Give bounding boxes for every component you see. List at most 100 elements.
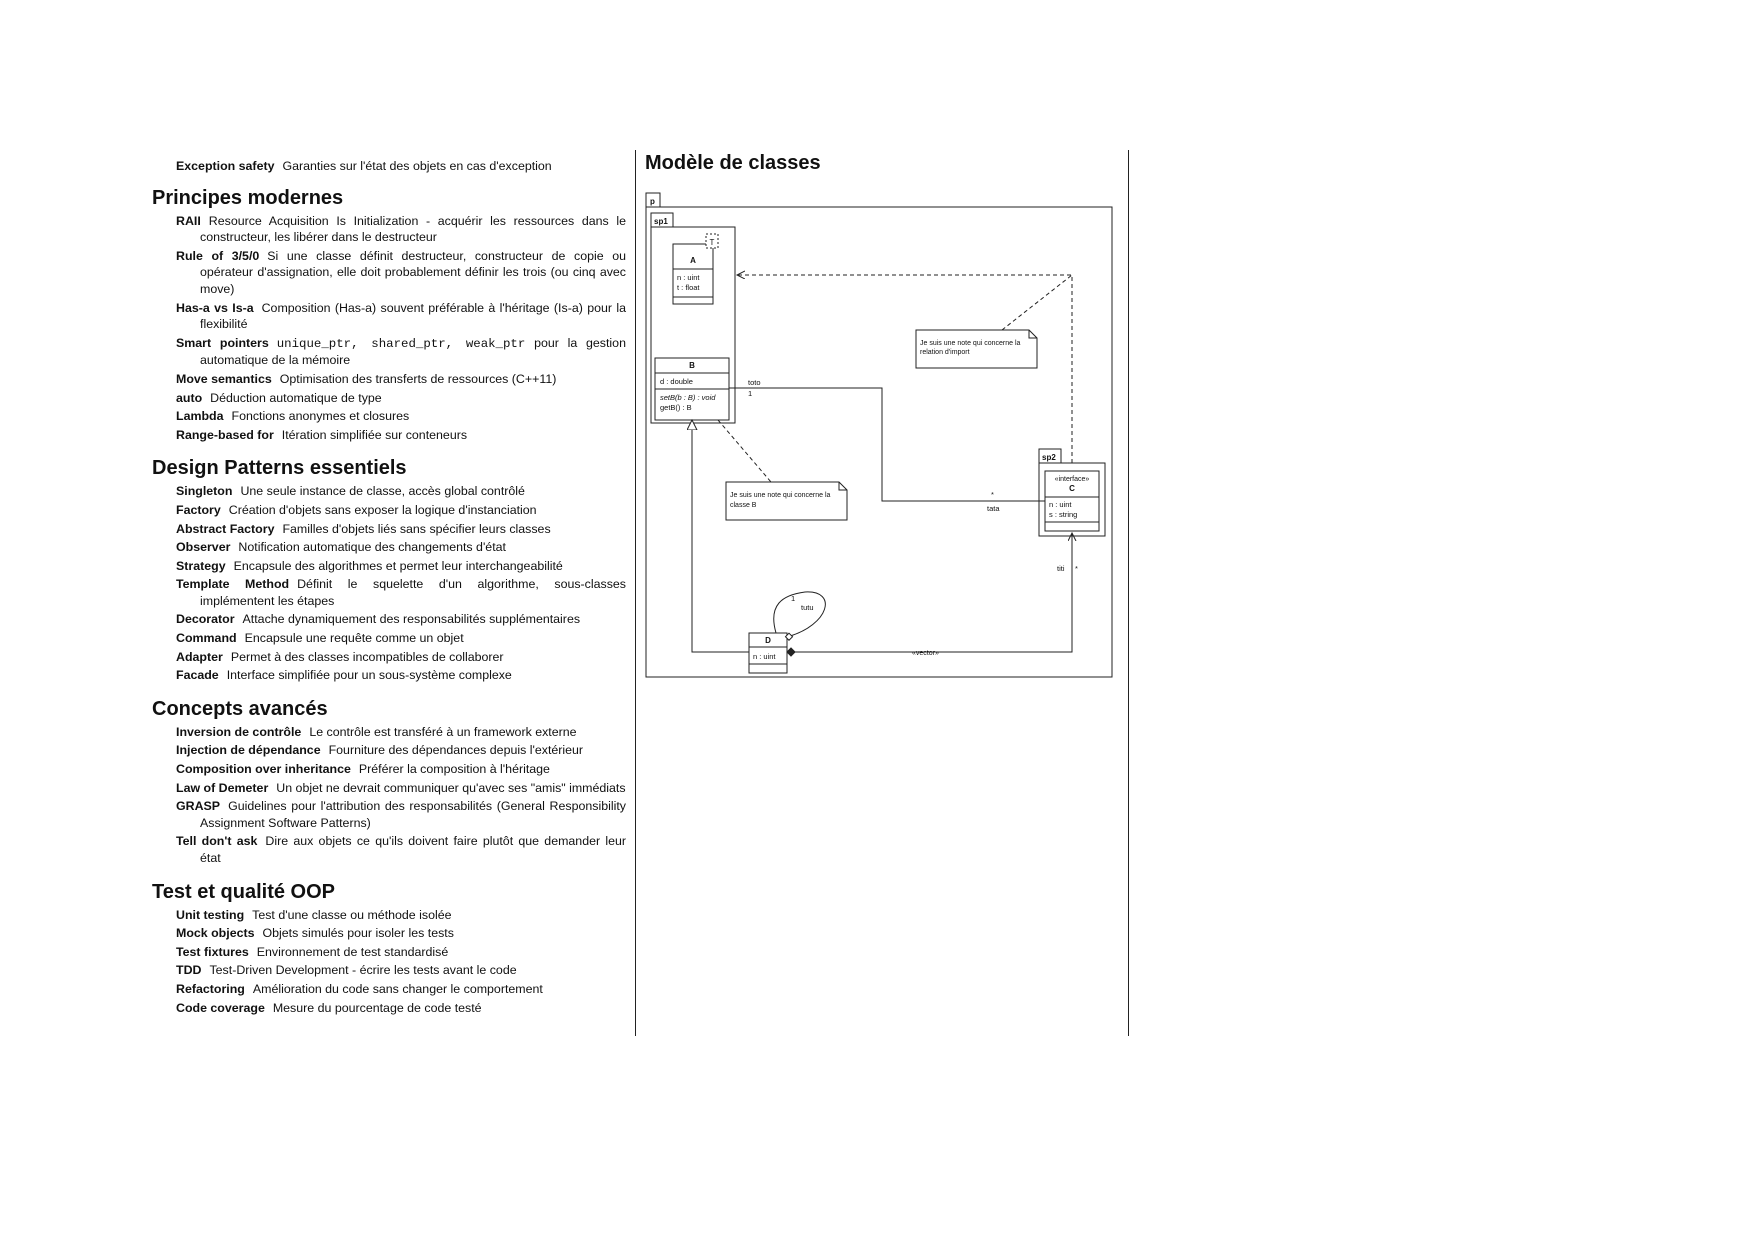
entry-desc: Une seule instance de classe, accès glob… [240, 484, 525, 499]
entry-term: TDD [176, 963, 202, 978]
column-divider-left [635, 150, 636, 1036]
class-d: D n : uint [748, 632, 788, 674]
entry-term: Inversion de contrôle [176, 724, 302, 739]
note-import-text: relation d'import [920, 349, 970, 356]
entry-desc: Dire aux objets ce qu'ils doivent faire … [200, 834, 627, 865]
glossary-entry: Composition over inheritance Préférer la … [154, 761, 626, 778]
class-b-op: setB(b : B) : void [660, 393, 716, 402]
entry-desc: Fonctions anonymes et closures [231, 409, 410, 424]
section-title: Design Patterns essentiels [152, 457, 407, 480]
entry-desc: Fourniture des dépendances depuis l'exté… [328, 743, 584, 758]
entry-term: Lambda [176, 409, 224, 424]
note-import-text: Je suis une note qui concerne la [920, 340, 1021, 347]
entry-term: Injection de dépendance [176, 743, 321, 758]
import-dependency [737, 275, 1073, 463]
class-b-name: B [689, 361, 695, 370]
entry-term: Mock objects [176, 926, 255, 941]
entry-term: Adapter [176, 649, 223, 664]
class-c-attr: n : uint [1049, 500, 1072, 509]
entry-term: Abstract Factory [176, 521, 275, 536]
note-b-text: Je suis une note qui concerne la [730, 492, 831, 499]
class-b-op: getB() : B [660, 403, 692, 412]
generalization-d-b [692, 420, 749, 653]
package-sp1-label: sp1 [654, 217, 668, 226]
entry-desc: Si une classe définit destructeur, const… [200, 248, 626, 296]
entry-desc: Le contrôle est transféré à un framework… [309, 724, 577, 739]
class-c-stereotype: «interface» [1055, 476, 1090, 483]
package-p-label: p [650, 197, 655, 206]
note-b-anchor [717, 419, 772, 483]
class-c: «interface» C n : uint s : string [1044, 470, 1100, 532]
entry-term: Tell don't ask [176, 834, 258, 849]
section-entries: Inversion de contrôle Le contrôle est tra… [152, 724, 626, 867]
entry-term: Refactoring [176, 981, 245, 996]
entry-term: Law of Demeter [176, 780, 269, 795]
entry-desc: Attache dynamiquement des responsabilité… [242, 612, 581, 627]
class-c-attr: s : string [1049, 510, 1077, 519]
glossary-entry: Injection de dépendance Fourniture des dé… [154, 742, 626, 759]
composition-d-c [795, 533, 1072, 653]
entry-term: Singleton [176, 484, 233, 499]
entry-desc: Guidelines pour l'attribution des respon… [200, 799, 626, 830]
class-b: B d : double setB(b : B) : void getB() :… [654, 357, 730, 421]
entry-desc: Interface simplifiée pour un sous-systèm… [226, 668, 512, 683]
class-d-name: D [765, 636, 771, 645]
assoc-role-toto: toto [748, 378, 761, 387]
entry-desc: Préférer la composition à l'héritage [358, 762, 550, 777]
entry-desc: Composition (Has-a) souvent préférable à… [200, 300, 627, 332]
class-a-template: T [710, 238, 715, 247]
uml-class-diagram: p sp1 sp2 A n : uint t : float T B d : d… [645, 192, 1113, 678]
entry-term: Range-based for [176, 427, 274, 442]
class-a-name: A [690, 256, 696, 265]
self-assoc-role: tutu [801, 603, 814, 612]
entry-desc: Déduction automatique de type [210, 390, 382, 405]
assoc-mult-star: * [991, 490, 994, 499]
entry-term: Exception safety [176, 159, 275, 173]
entry-term: Has-a vs Is-a [176, 300, 254, 315]
entry-term: Composition over inheritance [176, 762, 351, 777]
entry-desc: Test-Driven Development - écrire les tes… [209, 963, 517, 978]
entry-term: Unit testing [176, 907, 245, 922]
entry-desc: Objets simulés pour isoler les tests [262, 926, 454, 941]
entry-term: Decorator [176, 612, 235, 627]
class-c-name: C [1069, 484, 1075, 493]
entry-term: Command [176, 631, 237, 646]
note-import: Je suis une note qui concerne la relatio… [915, 329, 1038, 369]
section-title: Principes modernes [152, 186, 344, 209]
entry-desc: Permet à des classes incompatibles de co… [230, 649, 504, 664]
entry-code: unique_ptr, shared_ptr, weak_ptr [276, 336, 526, 351]
entry-desc: Familles d'objets liés sans spécifier le… [282, 521, 551, 536]
section-entries: Singleton Une seule instance de classe, a… [152, 483, 626, 684]
glossary-entry: Adapter Permet à des classes incompatible… [154, 649, 626, 666]
entry-desc: Resource Acquisition Is Initialization -… [200, 213, 626, 245]
self-association-diamond [784, 632, 794, 641]
composition-diamond [786, 647, 796, 657]
section-title: Test et qualité OOP [152, 880, 335, 903]
entry-desc: Encapsule des algorithmes et permet leur… [233, 558, 563, 573]
entry-desc: Environnement de test standardisé [256, 944, 449, 959]
note-b: Je suis une note qui concerne la classe … [725, 481, 848, 521]
entry-desc: Encapsule une requête comme un objet [244, 631, 464, 646]
class-a: A n : uint t : float T [672, 233, 719, 305]
association-b-c [729, 387, 1045, 502]
composition-mult: * [1075, 564, 1078, 573]
package-p: p [645, 192, 1113, 678]
class-a-attr: t : float [677, 283, 700, 292]
assoc-role-tata: tata [987, 504, 1000, 513]
self-assoc-mult: 1 [791, 594, 795, 603]
class-a-attr: n : uint [677, 273, 700, 282]
